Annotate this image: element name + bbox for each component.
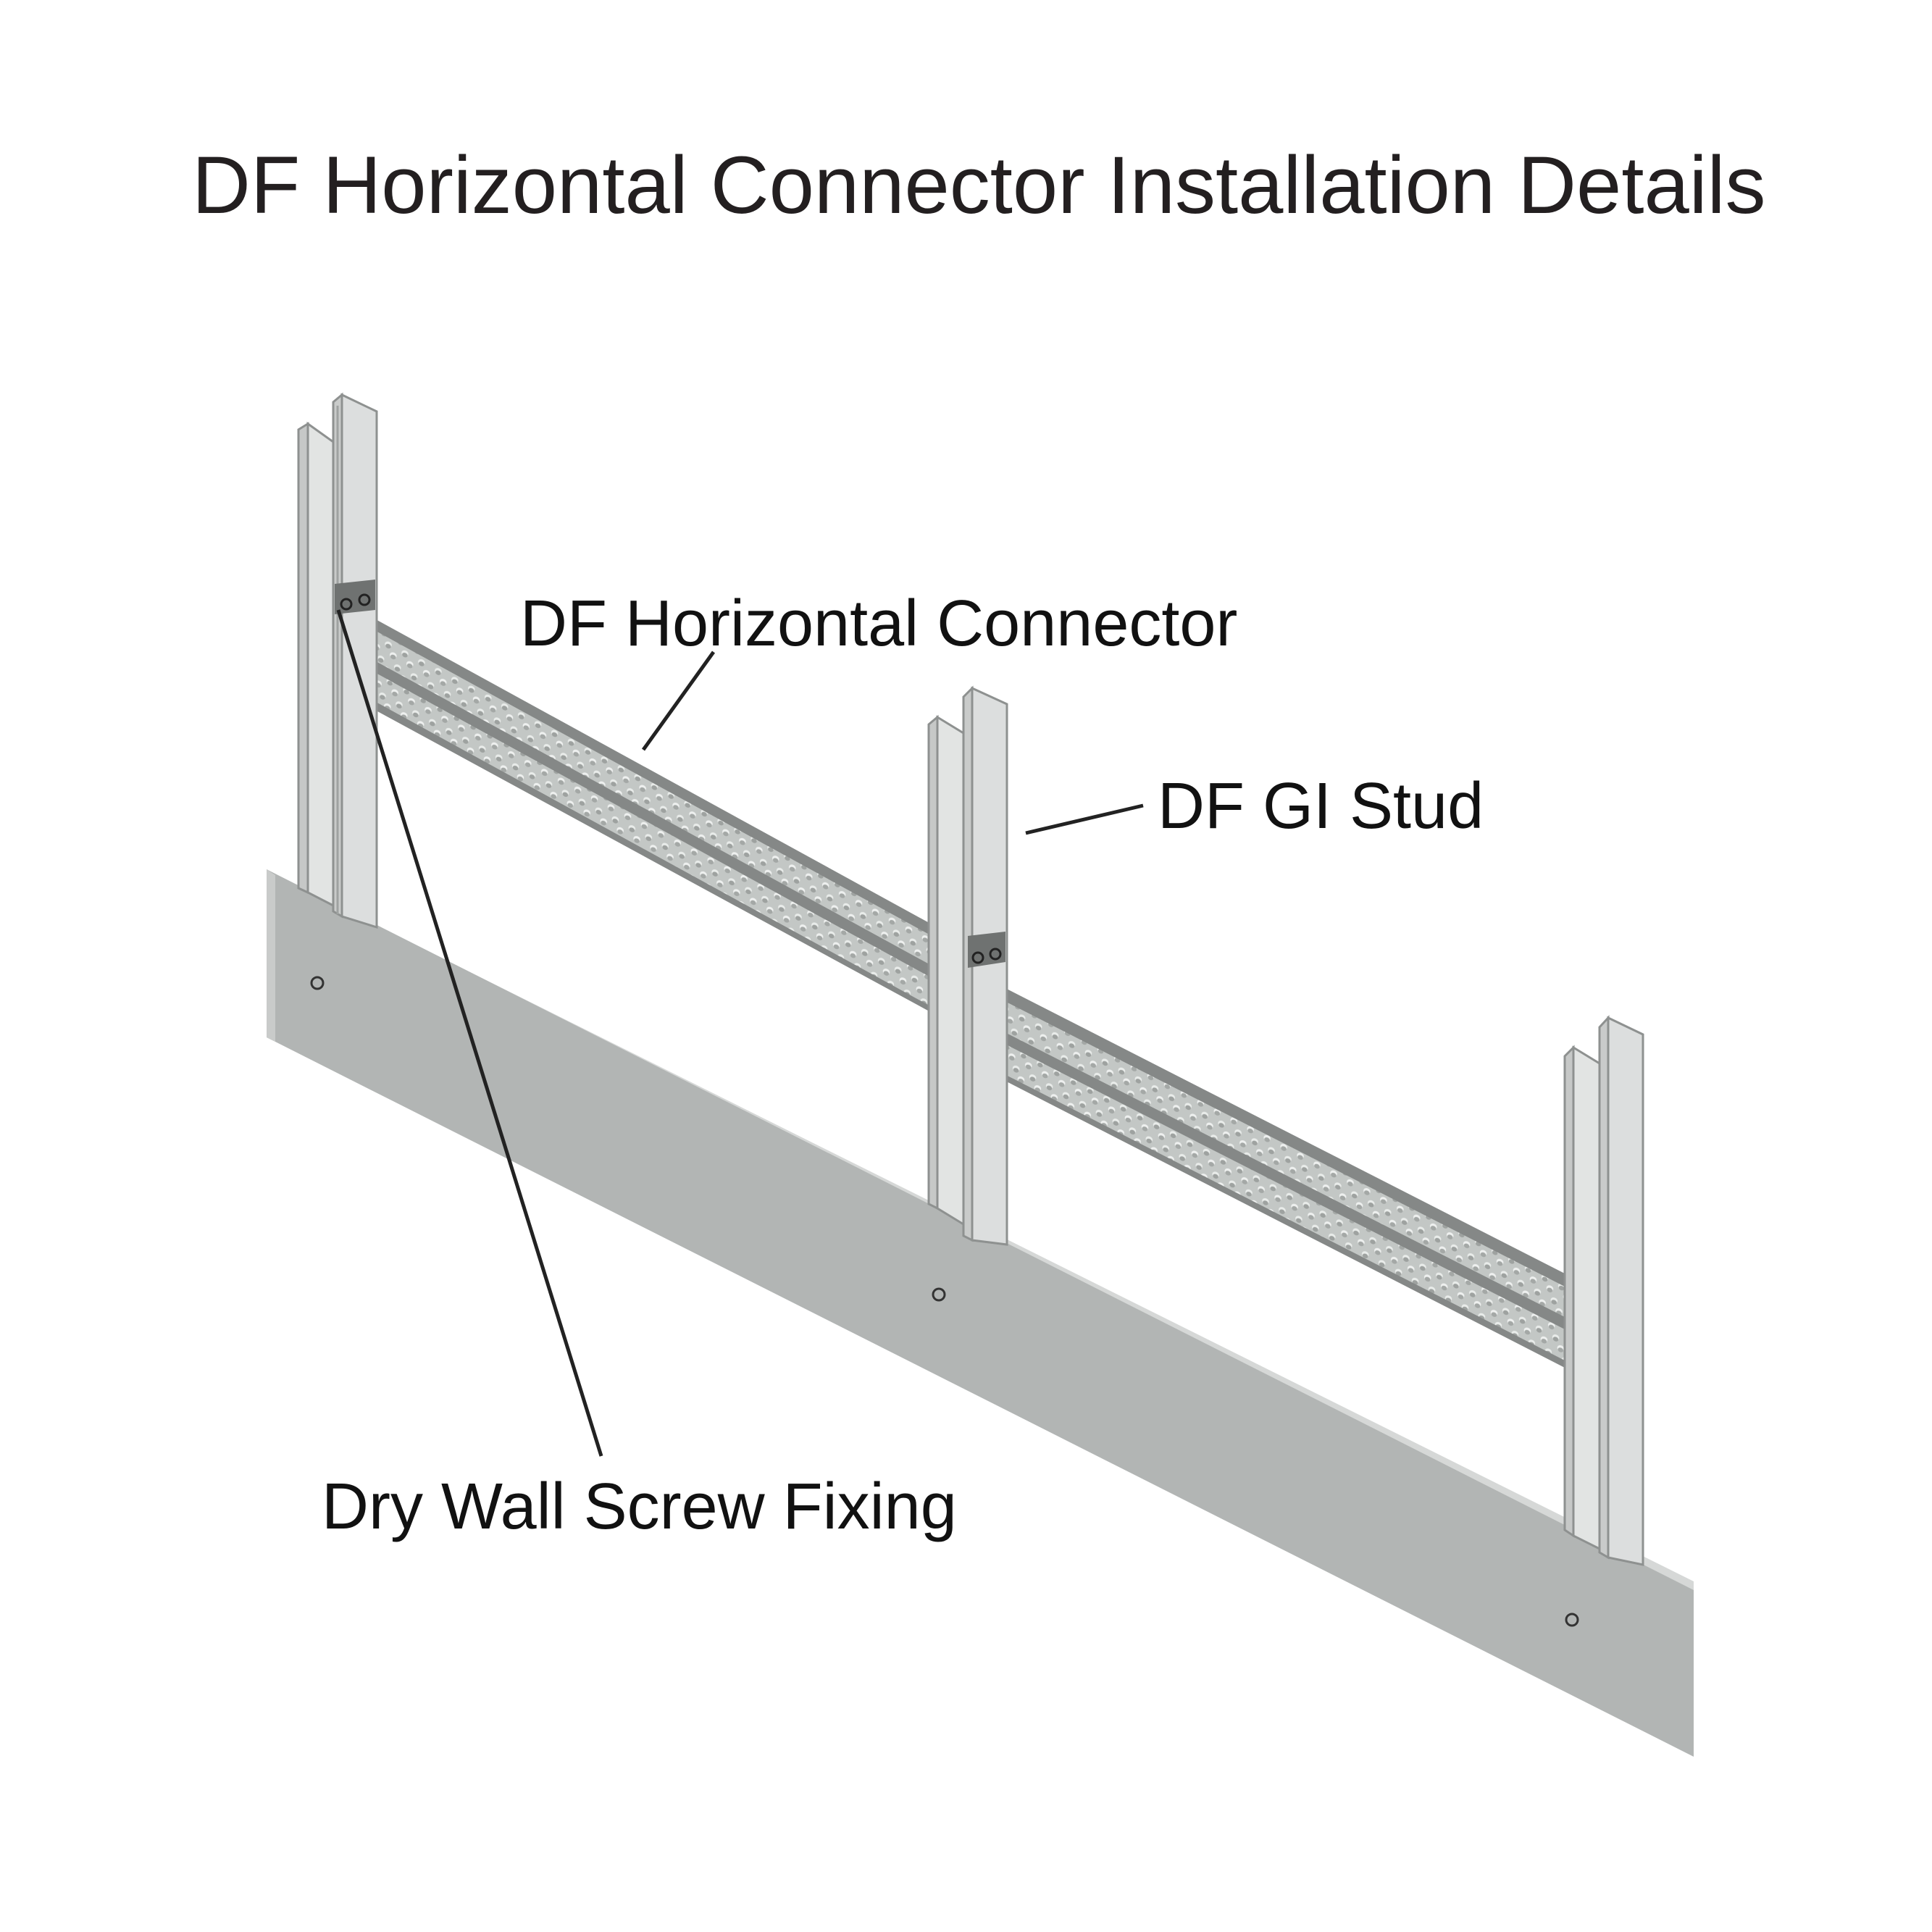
screw-icon xyxy=(340,598,353,611)
horizontal-connector-segment-1 xyxy=(330,594,934,1014)
board-screws xyxy=(310,976,1579,1627)
page-title: DF Horizontal Connector Installation Det… xyxy=(192,140,1766,230)
drywall-board-left-edge xyxy=(267,869,275,1042)
screw-icon xyxy=(358,593,371,606)
leader-lines xyxy=(336,609,1144,1457)
connector-leader-line xyxy=(641,651,716,751)
horizontal-connector-segment-2 xyxy=(960,965,1565,1368)
gi-stud-2 xyxy=(927,685,1008,1246)
drywall-board-face xyxy=(267,869,1694,1757)
gi-stud-1 xyxy=(297,392,378,929)
connector-bracket-2 xyxy=(968,932,1005,968)
stud-label: DF GI Stud xyxy=(1158,770,1484,842)
screw-leader-line xyxy=(336,609,603,1457)
stud-leader-line xyxy=(1025,803,1144,835)
screw-icon xyxy=(971,951,984,964)
connector-label: DF Horizontal Connector xyxy=(520,587,1238,660)
gi-stud-3 xyxy=(1563,1015,1644,1566)
screw-icon xyxy=(310,976,325,990)
screw-icon xyxy=(1565,1613,1579,1627)
screw-icon xyxy=(932,1287,946,1302)
screw-fixing-label: Dry Wall Screw Fixing xyxy=(322,1471,957,1543)
screw-icon xyxy=(989,948,1002,961)
